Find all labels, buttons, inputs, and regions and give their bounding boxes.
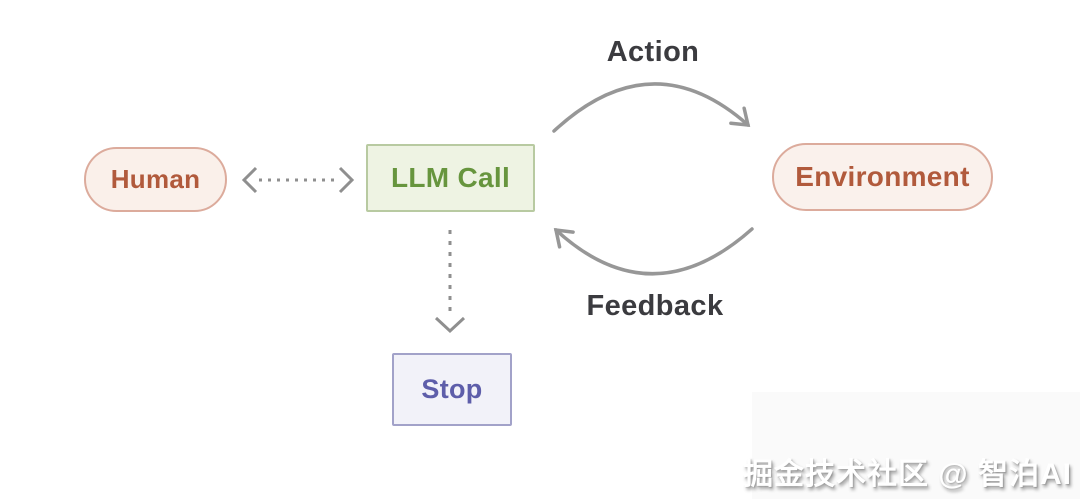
edge-label-action: Action bbox=[606, 36, 700, 68]
edge-human-llm-dashed bbox=[241, 166, 355, 194]
node-llm-call: LLM Call bbox=[366, 144, 535, 212]
node-stop: Stop bbox=[392, 353, 512, 426]
node-llm-call-label: LLM Call bbox=[390, 162, 511, 193]
right-chevron-icon bbox=[338, 166, 355, 194]
watermark-band bbox=[752, 392, 1080, 499]
left-chevron-icon bbox=[241, 166, 258, 194]
watermark-text: 掘金技术社区 @ 智泊AI bbox=[743, 458, 1072, 491]
edge-llm-stop-dashed bbox=[434, 230, 466, 334]
node-stop-label: Stop bbox=[421, 374, 483, 404]
edge-feedback-curve bbox=[553, 227, 754, 276]
down-chevron-icon bbox=[434, 316, 466, 334]
edge-action-curve bbox=[552, 82, 751, 133]
edge-label-feedback: Feedback bbox=[586, 290, 724, 322]
node-human: Human bbox=[84, 147, 227, 212]
node-human-label: Human bbox=[110, 164, 201, 194]
node-environment-label: Environment bbox=[795, 161, 970, 192]
node-environment: Environment bbox=[772, 143, 993, 211]
